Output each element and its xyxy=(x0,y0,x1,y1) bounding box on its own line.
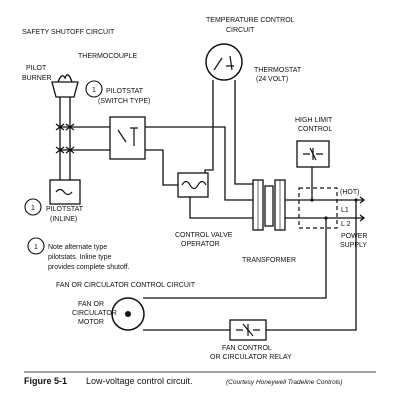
label-fan-relay-1: FAN CONTROL xyxy=(222,345,272,352)
label-pilotstat-inline-2: (INLINE) xyxy=(50,216,77,223)
label-pilotstat-switch-1: PILOTSTAT xyxy=(106,88,144,95)
label-fan-motor-1: FAN OR xyxy=(78,301,104,308)
labels: 1 1 1 SAFETY SHUTOFF CIRCUIT THERMOCOUPL… xyxy=(22,17,367,361)
wire-fan-top xyxy=(143,218,327,299)
caption-title: Low-voltage control circuit. xyxy=(86,376,193,386)
label-note-1: Note alternate type xyxy=(48,244,107,251)
label-burner: BURNER xyxy=(22,75,52,82)
wire-valve-to-transformer xyxy=(189,197,253,219)
pilotstat-switch-box xyxy=(109,116,146,160)
marker-3-text: 1 xyxy=(34,244,38,251)
high-limit-control xyxy=(296,140,330,168)
arrow-l2 xyxy=(345,214,366,222)
label-l1: L1 xyxy=(341,207,349,214)
label-high-limit-1: HIGH LIMIT xyxy=(295,117,333,124)
label-fan-relay-2: OR CIRCULATOR RELAY xyxy=(210,354,292,361)
break-marks xyxy=(55,123,75,154)
marker-circles xyxy=(24,80,103,255)
wire-relay-right xyxy=(266,200,357,331)
label-cv-operator-1: CONTROL VALVE xyxy=(175,232,233,239)
pilot-burner xyxy=(51,74,79,98)
label-high-limit-2: CONTROL xyxy=(298,126,332,133)
label-l2: L 2 xyxy=(341,221,351,228)
label-temp-control-1: TEMPERATURE CONTROL xyxy=(206,17,295,24)
marker-2-text: 1 xyxy=(31,205,35,212)
label-pilotstat-switch-2: (SWITCH TYPE) xyxy=(98,98,150,105)
label-note-3: provides complete shutoff. xyxy=(48,264,130,271)
label-note-2: pilotstats. Inline type xyxy=(48,254,112,261)
fan-relay xyxy=(229,319,267,341)
wire-switch-to-transformer xyxy=(145,126,253,201)
label-safety-shutoff: SAFETY SHUTOFF CIRCUIT xyxy=(22,29,115,36)
wire-switch-to-valve xyxy=(145,149,178,186)
thermostat-lead-right xyxy=(234,80,253,185)
label-thermostat-1: THERMOSTAT xyxy=(254,67,302,74)
pilotstat-inline-box xyxy=(49,179,81,205)
label-pilotstat-inline-1: PILOTSTAT xyxy=(46,206,84,213)
marker-1-text: 1 xyxy=(92,87,96,94)
label-thermostat-2: (24 VOLT) xyxy=(256,76,288,83)
label-supply: SUPPLY xyxy=(340,242,367,249)
wiring xyxy=(59,80,366,331)
fan-motor xyxy=(111,297,145,331)
label-transformer: TRANSFORMER xyxy=(242,257,296,264)
caption-credit: (Courtesy Honeywell Tradeline Controls) xyxy=(226,379,343,386)
transformer xyxy=(252,179,286,231)
label-fan-motor-3: MOTOR xyxy=(78,319,104,326)
figure-caption: Figure 5-1 Low-voltage control circuit. … xyxy=(24,371,376,386)
label-pilot: PILOT xyxy=(26,65,47,72)
label-power: POWER xyxy=(341,233,367,240)
thermostat-lead-left xyxy=(204,80,214,180)
label-fan-motor-2: CIRCULATOR xyxy=(72,310,117,317)
label-fan-circuit: FAN OR CIRCULATOR CONTROL CIRCUIT xyxy=(56,282,196,289)
label-thermocouple: THERMOCOUPLE xyxy=(78,53,137,60)
thermostat-dial xyxy=(205,43,243,81)
caption-figure-number: Figure 5-1 xyxy=(24,376,67,386)
label-temp-control-2: CIRCUIT xyxy=(226,27,255,34)
label-cv-operator-2: OPERATOR xyxy=(181,241,220,248)
control-valve-operator xyxy=(177,172,209,198)
label-hot: (HOT) xyxy=(340,189,359,196)
power-terminal-block xyxy=(298,187,338,229)
